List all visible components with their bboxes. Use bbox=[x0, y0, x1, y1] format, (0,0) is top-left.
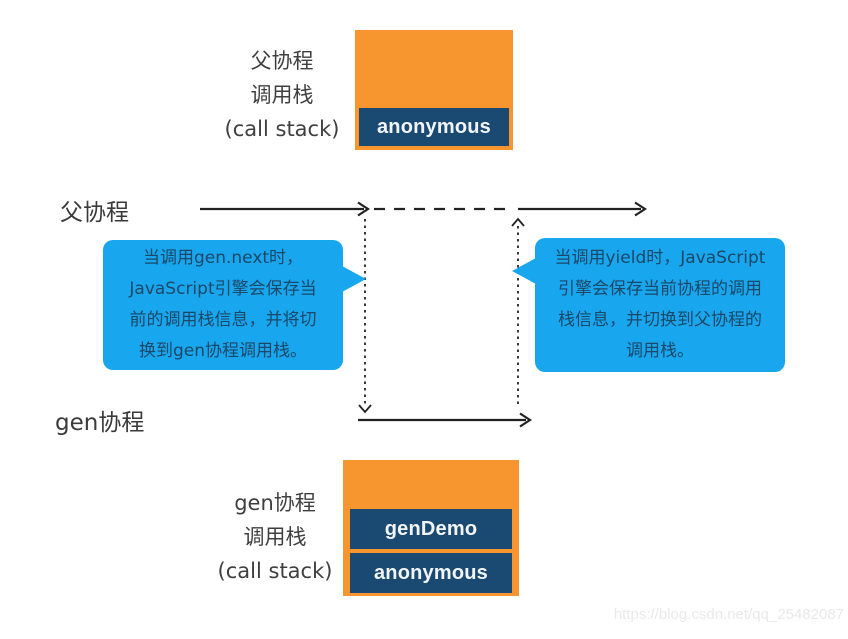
gen-stack-label: gen协程 调用栈 (call stack) bbox=[217, 491, 333, 583]
parent-call-stack-box: anonymous bbox=[355, 30, 513, 150]
parent-timeline-solid-arrow-right bbox=[518, 201, 648, 217]
yield-callout-text: 当调用yield时，JavaScript 引擎会保存当前协程的调用 栈信息，并切… bbox=[554, 248, 766, 361]
gen-timeline-solid-arrow bbox=[358, 412, 533, 428]
parent-stack-label: 父协程 调用栈 (call stack) bbox=[224, 49, 340, 141]
parent-timeline-solid-arrow-left bbox=[200, 201, 371, 217]
watermark-url: https://blog.csdn.net/qq_25482087 bbox=[613, 606, 844, 623]
gen-next-callout: 当调用gen.next时， JavaScript引擎会保存当 前的调用栈信息，并… bbox=[103, 240, 366, 370]
stack-frame-anonymous: anonymous bbox=[350, 553, 512, 593]
yield-callout: 当调用yield时，JavaScript 引擎会保存当前协程的调用 栈信息，并切… bbox=[512, 238, 785, 372]
callout-tail-right-icon bbox=[342, 266, 366, 292]
switch-to-parent-dotted-arrow bbox=[511, 217, 525, 408]
gen-lane-label: gen协程 bbox=[55, 410, 145, 436]
gen-call-stack-box: genDemo anonymous bbox=[343, 460, 519, 596]
callout-tail-left-icon bbox=[512, 258, 536, 284]
stack-frame-anonymous: anonymous bbox=[359, 108, 509, 146]
parent-lane-label: 父协程 bbox=[60, 200, 129, 226]
stack-frame-gendemo: genDemo bbox=[350, 509, 512, 549]
switch-to-gen-dotted-arrow bbox=[358, 219, 372, 414]
gen-next-callout-text: 当调用gen.next时， JavaScript引擎会保存当 前的调用栈信息，并… bbox=[129, 248, 317, 361]
